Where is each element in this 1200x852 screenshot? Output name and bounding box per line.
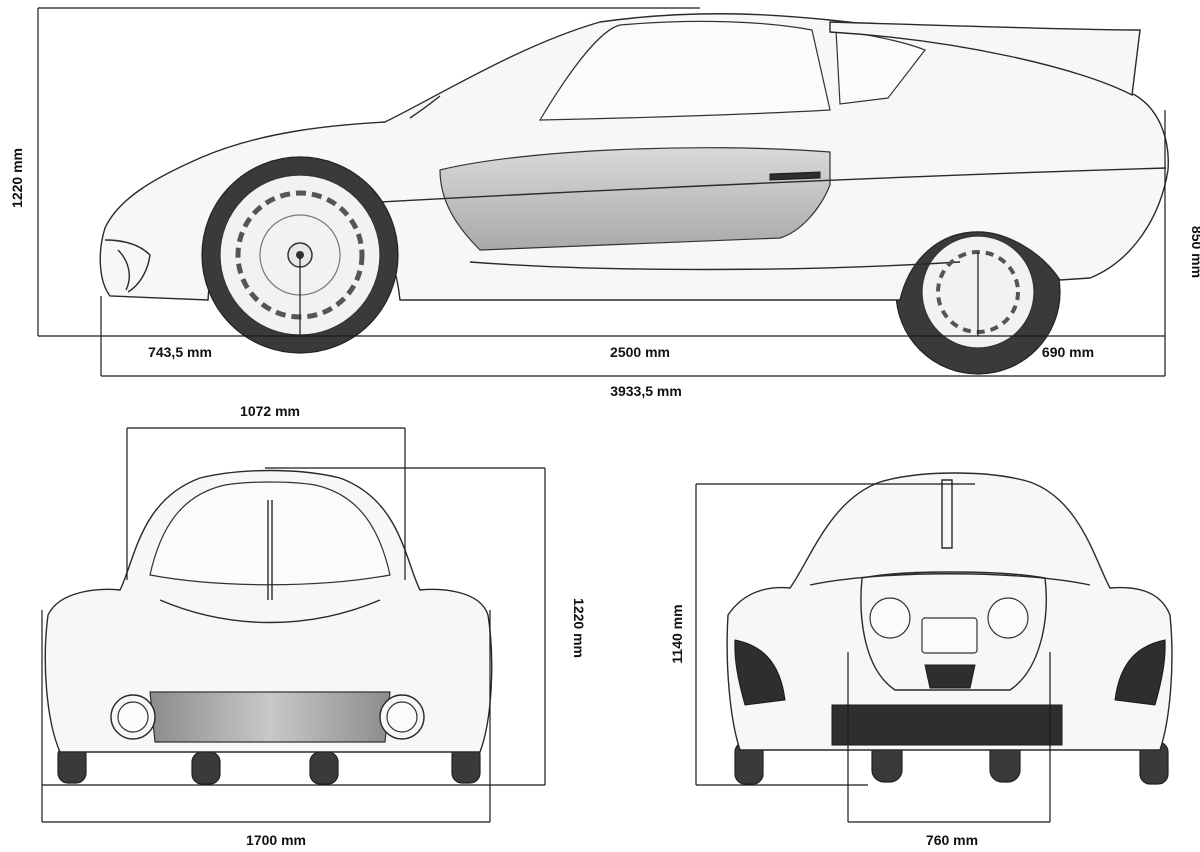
side-height-label: 1220 mm xyxy=(9,148,25,208)
total-length-label: 3933,5 mm xyxy=(610,383,682,399)
rear-view: 1140 mm 760 mm xyxy=(669,472,1173,848)
side-dimension-lines xyxy=(37,7,1166,377)
front-width-label: 1700 mm xyxy=(246,832,306,848)
rear-dimension-lines xyxy=(695,483,1051,823)
front-height-label: 1220 mm xyxy=(571,598,587,658)
front-dimension-lines xyxy=(41,427,546,823)
side-rear-height-label: 850 mm xyxy=(1189,226,1200,278)
rear-track-label: 760 mm xyxy=(926,832,978,848)
front-overhang-label: 743,5 mm xyxy=(148,344,212,360)
rear-wing xyxy=(829,21,1141,97)
side-window xyxy=(538,20,831,121)
front-body xyxy=(44,469,493,753)
front-windscreen xyxy=(149,481,391,586)
side-view: 1220 mm 850 mm 743,5 mm 2500 mm 690 mm 3… xyxy=(9,7,1200,399)
front-track-label: 1072 mm xyxy=(240,403,300,419)
rear-diffuser xyxy=(831,704,1063,746)
rear-overhang-label: 690 mm xyxy=(1042,344,1094,360)
rear-height-label: 1140 mm xyxy=(669,604,685,663)
wheelbase-label: 2500 mm xyxy=(610,344,670,360)
front-view: 1072 mm 1220 mm 1700 mm xyxy=(41,403,587,848)
front-grille xyxy=(149,691,391,743)
door-panel xyxy=(439,147,831,251)
